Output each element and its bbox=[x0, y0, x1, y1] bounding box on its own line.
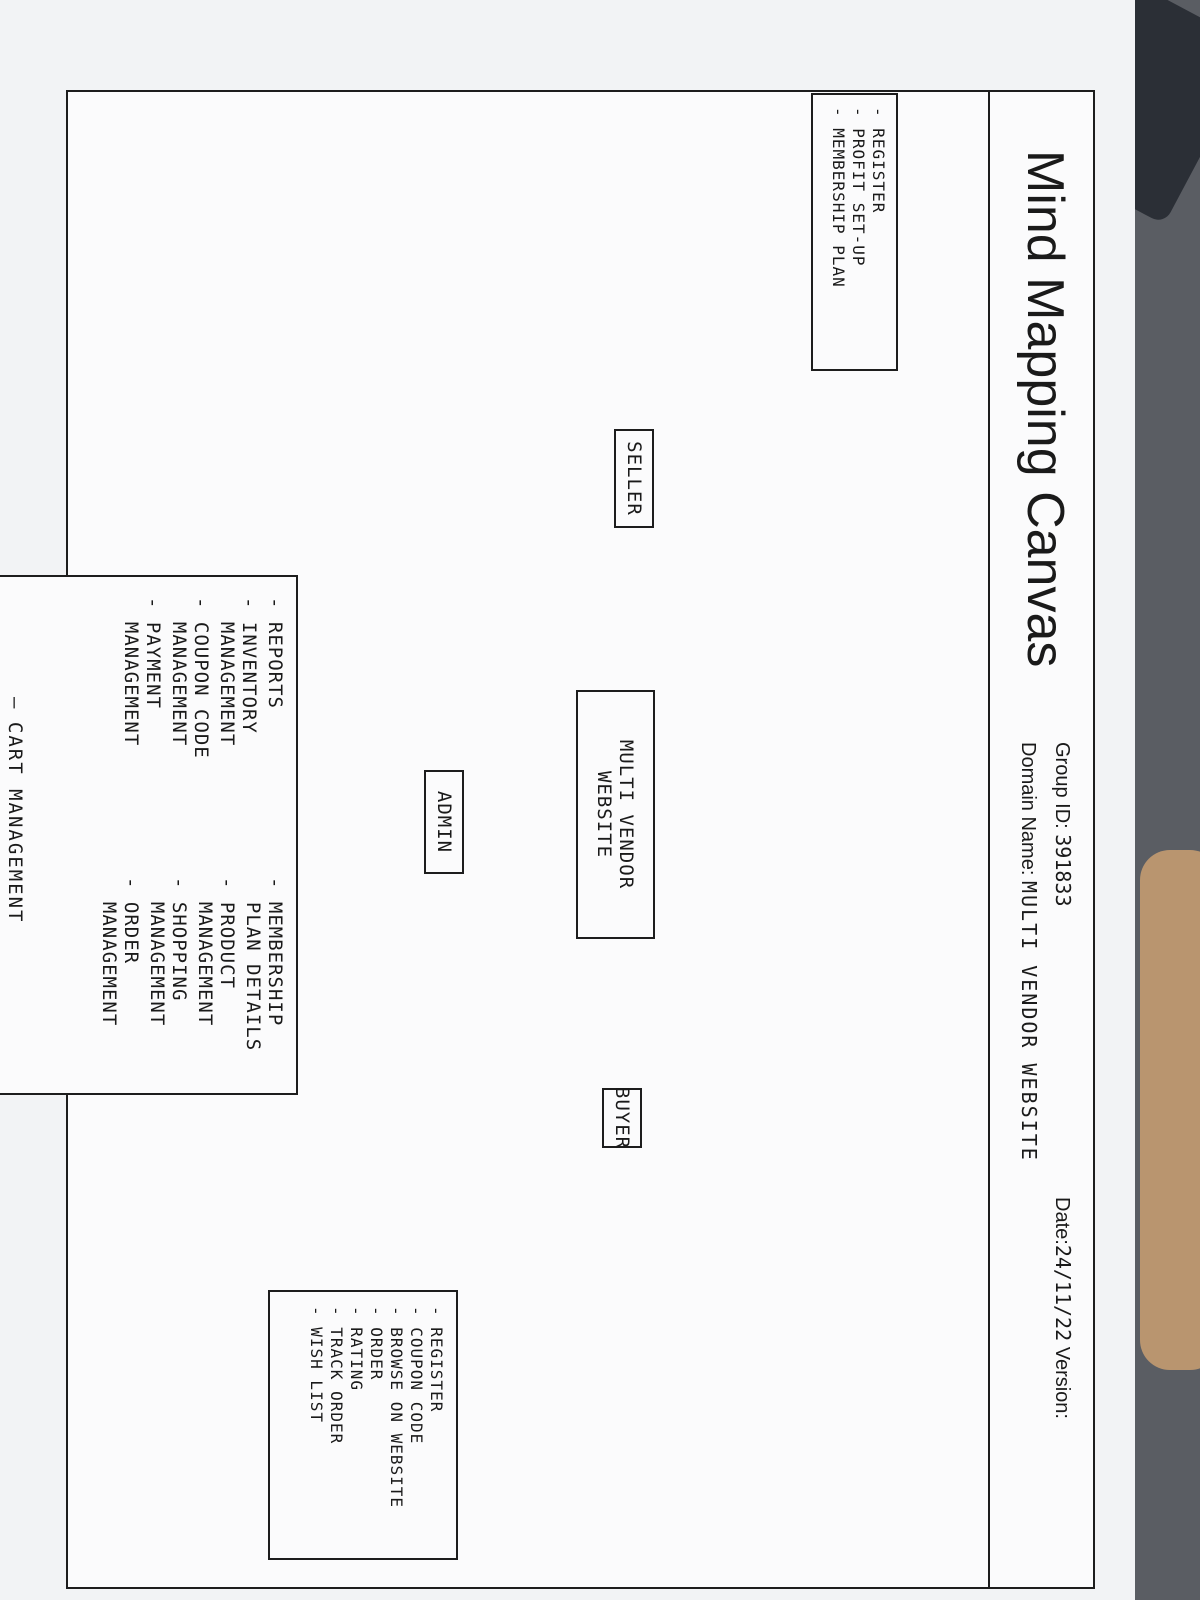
seller-node: SELLER bbox=[614, 429, 654, 528]
buyer-label: BUYER bbox=[611, 1086, 633, 1150]
admin-left-list: - REPORTS - INVENTORY MANAGEMENT - COUPO… bbox=[120, 597, 286, 797]
admin-features-box: - REPORTS - INVENTORY MANAGEMENT - COUPO… bbox=[0, 575, 298, 1095]
item-text: MANAGEMENT bbox=[216, 621, 238, 747]
list-item: REGISTER bbox=[426, 1306, 446, 1544]
admin-label: ADMIN bbox=[433, 790, 455, 854]
central-node: MULTI VENDOR WEBSITE bbox=[576, 690, 655, 939]
item-text: MANAGEMENT bbox=[168, 621, 190, 747]
domain-name-label: Domain Name: bbox=[1017, 742, 1039, 876]
mind-map-canvas: Mind Mapping Canvas Group ID: 391833 Dom… bbox=[0, 0, 1120, 1600]
item-text: MANAGEMENT bbox=[194, 901, 216, 1027]
list-item: - PAYMENT MANAGEMENT bbox=[120, 597, 164, 747]
date-value: 24/11/22 bbox=[1051, 1244, 1075, 1342]
central-node-line1: MULTI VENDOR bbox=[615, 739, 638, 890]
list-item: - INVENTORY MANAGEMENT bbox=[216, 597, 260, 747]
item-text: SHOPPING bbox=[168, 901, 190, 1002]
list-item: TRACK ORDER bbox=[326, 1306, 346, 1544]
list-item: - MEMBERSHIP PLAN DETAILS bbox=[242, 877, 286, 1052]
group-id-field: Group ID: 391833 bbox=[1050, 742, 1075, 907]
item-text: INVENTORY bbox=[238, 621, 260, 734]
admin-node: ADMIN bbox=[424, 770, 464, 874]
list-item: PROFIT SET-UP bbox=[848, 107, 868, 357]
buyer-node: BUYER bbox=[602, 1086, 642, 1150]
list-item: COUPON CODE bbox=[406, 1306, 426, 1544]
version-label: Version: bbox=[1051, 1346, 1073, 1419]
list-item: - SHOPPING MANAGEMENT bbox=[146, 877, 190, 1027]
list-item: MEMBERSHIP PLAN bbox=[828, 107, 848, 357]
admin-bottom-item: — CART MANAGEMENT bbox=[4, 697, 26, 924]
fabric-edge bbox=[1140, 850, 1200, 1370]
list-item: - REPORTS bbox=[264, 597, 286, 709]
seller-label: SELLER bbox=[623, 441, 645, 516]
domain-name-field: Domain Name: MULTI VENDOR WEBSITE bbox=[1016, 742, 1041, 1162]
admin-right-list: - MEMBERSHIP PLAN DETAILS - PRODUCT MANA… bbox=[98, 877, 286, 1077]
seller-features-box: REGISTER PROFIT SET-UP MEMBERSHIP PLAN bbox=[811, 93, 898, 371]
item-text: PLAN DETAILS bbox=[242, 901, 264, 1052]
central-node-line2: WEBSITE bbox=[593, 770, 616, 859]
header-divider bbox=[988, 92, 990, 1587]
list-item: WISH LIST bbox=[306, 1306, 326, 1544]
list-item: - COUPON CODE MANAGEMENT bbox=[168, 597, 212, 759]
page-title: Mind Mapping Canvas bbox=[1016, 150, 1074, 668]
item-text: MANAGEMENT bbox=[120, 621, 142, 747]
list-item: ORDER bbox=[366, 1306, 386, 1544]
item-text: PAYMENT bbox=[142, 621, 164, 709]
date-field: Date:24/11/22 Version: bbox=[1050, 1197, 1075, 1419]
list-item: REGISTER bbox=[868, 107, 888, 357]
list-item: - PRODUCT MANAGEMENT bbox=[194, 877, 238, 1027]
buyer-features-box: REGISTER COUPON CODE BROWSE ON WEBSITE O… bbox=[268, 1290, 458, 1560]
cart-management-text: CART MANAGEMENT bbox=[4, 721, 26, 924]
item-text: MANAGEMENT bbox=[98, 901, 120, 1027]
item-text: COUPON CODE bbox=[190, 621, 212, 759]
item-text: PRODUCT bbox=[216, 901, 238, 989]
item-text: MANAGEMENT bbox=[146, 901, 168, 1027]
date-label: Date: bbox=[1051, 1197, 1073, 1245]
group-id-label: Group ID: bbox=[1051, 742, 1073, 829]
item-text: MEMBERSHIP bbox=[264, 901, 286, 1027]
seller-features-list: REGISTER PROFIT SET-UP MEMBERSHIP PLAN bbox=[828, 107, 888, 357]
list-item: - ORDER MANAGEMENT bbox=[98, 877, 142, 1027]
list-item: BROWSE ON WEBSITE bbox=[386, 1306, 406, 1544]
list-item: RATING bbox=[346, 1306, 366, 1544]
group-id-value: 391833 bbox=[1051, 834, 1075, 907]
item-text: REPORTS bbox=[264, 621, 286, 709]
buyer-features-list: REGISTER COUPON CODE BROWSE ON WEBSITE O… bbox=[306, 1306, 446, 1544]
item-text: ORDER bbox=[120, 901, 142, 965]
domain-name-value: MULTI VENDOR WEBSITE bbox=[1017, 880, 1041, 1162]
